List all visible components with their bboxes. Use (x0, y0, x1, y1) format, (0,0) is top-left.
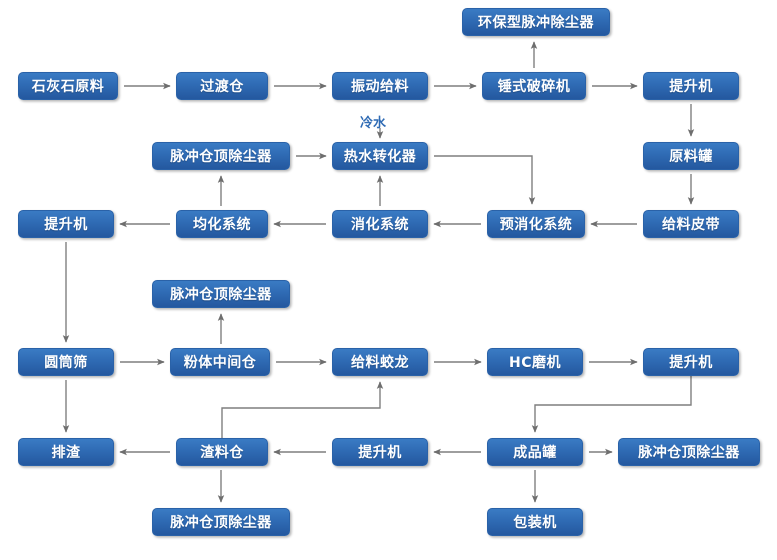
hot-water-to-pre-digestion-elbow-connector (434, 155, 536, 205)
flow-node-n7[interactable]: 脉冲仓顶除尘器 (152, 142, 290, 170)
flow-node-n13[interactable]: 预消化系统 (487, 210, 585, 238)
flow-node-n2[interactable]: 过渡仓 (176, 72, 268, 100)
flow-node-n4[interactable]: 锤式破碎机 (482, 72, 586, 100)
flow-node-n27[interactable]: 包装机 (487, 508, 583, 536)
edge-label-lbl_cold_water: 冷水 (360, 116, 387, 131)
flow-node-n14[interactable]: 给料皮带 (643, 210, 739, 238)
flow-node-n16[interactable]: 圆筒筛 (18, 348, 114, 376)
flow-node-n3[interactable]: 振动给料 (332, 72, 428, 100)
flow-node-n19[interactable]: HC磨机 (487, 348, 583, 376)
flow-node-n11[interactable]: 均化系统 (176, 210, 268, 238)
flow-node-n5[interactable]: 提升机 (643, 72, 739, 100)
flow-node-n9[interactable]: 原料罐 (643, 142, 739, 170)
flow-node-n8[interactable]: 热水转化器 (332, 142, 428, 170)
slag-bin-to-screw-feeder-elbow-connector (221, 381, 384, 438)
flow-node-n25[interactable]: 脉冲仓顶除尘器 (618, 438, 760, 466)
flow-node-n23[interactable]: 提升机 (332, 438, 428, 466)
flow-node-n22[interactable]: 渣料仓 (176, 438, 268, 466)
flow-node-n17[interactable]: 粉体中间仓 (170, 348, 270, 376)
flow-node-n12[interactable]: 消化系统 (332, 210, 428, 238)
flow-node-n24[interactable]: 成品罐 (487, 438, 583, 466)
flow-node-n20[interactable]: 提升机 (643, 348, 739, 376)
elevator-to-product-tank-elbow-connector (531, 376, 692, 433)
flow-node-n21[interactable]: 排渣 (18, 438, 114, 466)
flow-node-n1[interactable]: 石灰石原料 (18, 72, 118, 100)
flow-node-n26[interactable]: 脉冲仓顶除尘器 (152, 508, 290, 536)
flow-node-n18[interactable]: 给料蛟龙 (332, 348, 428, 376)
flow-node-n15[interactable]: 脉冲仓顶除尘器 (152, 280, 290, 308)
flow-node-n10[interactable]: 提升机 (18, 210, 114, 238)
flow-node-n6[interactable]: 环保型脉冲除尘器 (462, 8, 610, 36)
